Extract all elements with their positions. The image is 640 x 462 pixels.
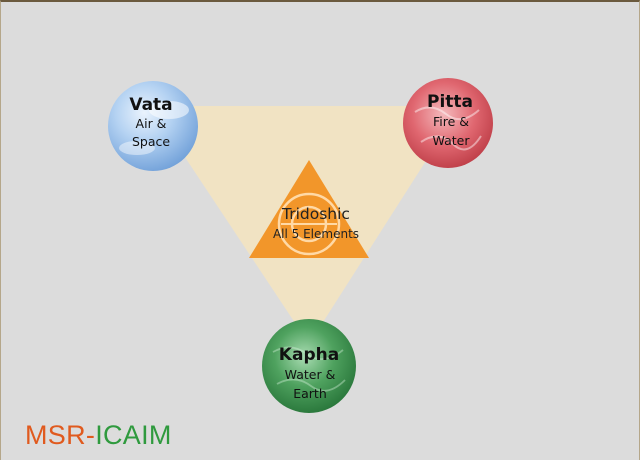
tridoshic-emblem: Tridoshic All 5 Elements: [249, 160, 369, 258]
pitta-title: Pitta: [427, 92, 473, 112]
pitta-line2: Water: [433, 133, 471, 148]
pitta-line1: Fire &: [433, 114, 469, 129]
brand-part-1: MSR-: [25, 420, 96, 450]
kapha-texture: [272, 346, 346, 392]
pitta-texture: [414, 106, 482, 151]
vata-cloud-2: [119, 141, 155, 155]
kapha-title: Kapha: [279, 345, 339, 365]
vata-node: Vata Air & Space: [108, 81, 198, 171]
vata-line1: Air &: [136, 116, 167, 131]
pitta-circle: [403, 78, 493, 168]
vata-title: Vata: [129, 95, 172, 115]
pitta-node: Pitta Fire & Water: [403, 78, 493, 168]
vata-line2: Space: [132, 134, 170, 149]
kapha-line1: Water &: [285, 367, 336, 382]
kapha-circle: [262, 319, 356, 413]
center-subtitle: All 5 Elements: [273, 227, 359, 241]
kapha-line2: Earth: [293, 386, 327, 401]
vata-cloud: [149, 101, 189, 119]
center-triangle: [249, 160, 369, 258]
brand-watermark: MSR-ICAIM: [25, 420, 172, 451]
center-title: Tridoshic: [281, 205, 350, 223]
brand-part-2: ICAIM: [95, 420, 172, 450]
center-ring-outer: [277, 192, 341, 256]
kapha-node: Kapha Water & Earth: [262, 319, 356, 413]
